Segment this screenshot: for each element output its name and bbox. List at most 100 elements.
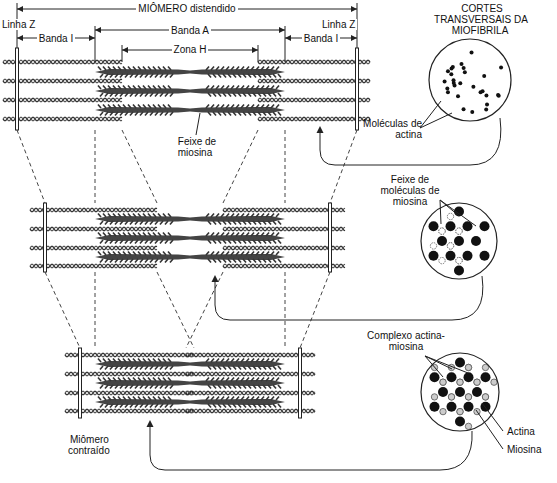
myosin-head (120, 259, 123, 263)
myosin-head (145, 74, 148, 78)
myosin-head (238, 385, 241, 389)
actin-dot (482, 394, 488, 400)
myosin-head (208, 93, 211, 97)
sarcomere-title: MIÔMERO distendido (107, 3, 267, 14)
actin-strand (30, 246, 157, 250)
myosin-head (243, 385, 246, 389)
myosin-head (268, 112, 271, 116)
actin-dot (485, 103, 489, 107)
actin-strand (3, 117, 122, 121)
myosin-head (100, 240, 103, 244)
myosin-head (160, 404, 163, 408)
actin-strand (30, 208, 157, 212)
myosin-head (130, 366, 133, 370)
actin-dot (471, 85, 475, 89)
myosin-head (276, 397, 279, 401)
myosin-head (246, 252, 249, 256)
actin-dot (482, 394, 488, 400)
myosin-head (241, 252, 244, 256)
myosin-head (128, 67, 131, 71)
myosin-head (160, 259, 163, 263)
myosin-head (216, 252, 219, 256)
myosin-head (236, 67, 239, 71)
actin-dot (465, 394, 471, 400)
myosin-head (130, 259, 133, 263)
myosin-head (170, 240, 173, 244)
myosin-head (105, 240, 108, 244)
myosin-head (261, 105, 264, 109)
myosin-head (253, 259, 256, 263)
myosin-head (110, 240, 113, 244)
myosin-head (120, 404, 123, 408)
myosin-head (206, 252, 209, 256)
arrow-head (122, 47, 128, 53)
arrow-head (279, 27, 285, 33)
myosin-head (108, 105, 111, 109)
myosin-head (153, 105, 156, 109)
myosin-head (150, 112, 153, 116)
myosin-head (105, 404, 108, 408)
myosin-head (268, 404, 271, 408)
myosin-head (98, 378, 101, 382)
callout-line (440, 200, 476, 226)
myosin-head (278, 112, 281, 116)
myosin-head (253, 385, 256, 389)
myosin-head (241, 397, 244, 401)
myosin-head (108, 67, 111, 71)
callout-line (440, 200, 441, 224)
myosin-head (263, 112, 266, 116)
myosin-head (143, 105, 146, 109)
myosin-head (261, 67, 264, 71)
guide-dashed-line (223, 130, 258, 203)
myosin-dot (464, 372, 474, 382)
zone-label: Zona H (150, 44, 230, 55)
z-line-label: Linha Z (320, 19, 370, 30)
myosin-head (143, 233, 146, 237)
myosin-head (213, 240, 216, 244)
guide-dashed-line (122, 130, 157, 203)
myosin-head (118, 86, 121, 90)
myosin-head (138, 105, 141, 109)
actin-strand (186, 409, 315, 413)
myosin-head (266, 359, 269, 363)
myosin-dot (438, 387, 448, 397)
myosin-head (226, 67, 229, 71)
myosin-head (163, 86, 166, 90)
myosin-head (228, 74, 231, 78)
actin-dot (484, 108, 488, 112)
myosin-head (158, 67, 161, 71)
myosin-head (133, 252, 136, 256)
circle-outline-shape (421, 353, 499, 431)
myosin-head (158, 378, 161, 382)
myosin-head (150, 221, 153, 225)
callout-line (420, 113, 452, 128)
actin-dot (440, 408, 446, 414)
myosin-head (138, 233, 141, 237)
myosin-head (140, 221, 143, 225)
actin-strand (3, 79, 122, 83)
myosin-head (221, 86, 224, 90)
guide-dashed-line (330, 130, 357, 203)
guide-dashed-line (285, 272, 286, 348)
myosin-head (241, 214, 244, 218)
myosin-dot (437, 236, 447, 246)
myosin-head (103, 86, 106, 90)
myosin-head (248, 240, 251, 244)
myosin-head (118, 233, 121, 237)
cross-section-circle: Moléculas de actina (428, 38, 512, 122)
myosin-head (130, 74, 133, 78)
myosin-head (113, 67, 116, 71)
myosin-head (103, 252, 106, 256)
myosin-head (246, 397, 249, 401)
myosin-head (133, 86, 136, 90)
actin-dot (445, 86, 449, 90)
myosin-head (110, 221, 113, 225)
myosin-head (113, 86, 116, 90)
z-line-label: Linha Z (0, 19, 50, 30)
myosin-head (155, 93, 158, 97)
myosin-head (110, 404, 113, 408)
myosin-head (256, 105, 259, 109)
myosin-head (123, 233, 126, 237)
myosin-head (120, 385, 123, 389)
